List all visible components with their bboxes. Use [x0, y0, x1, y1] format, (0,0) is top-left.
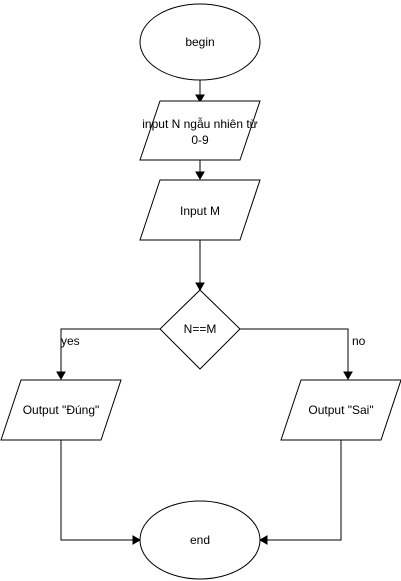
node-input-n-label-line2: 0-9 [191, 133, 209, 147]
node-begin-label: begin [185, 35, 214, 49]
arrowhead-input-m-to-decision [195, 282, 205, 292]
node-decision: N==M [159, 289, 241, 370]
decision-diamond [159, 289, 241, 370]
flowchart-edges: yes no [56, 80, 366, 545]
node-end: end [139, 500, 261, 580]
output-dung-parallelogram [0, 379, 122, 441]
arrowhead-output-dung-to-end [132, 535, 142, 545]
arrowhead-begin-to-input-n [195, 94, 205, 104]
flowchart-nodes: begin input N ngẫu nhiên từ 0-9 Input M … [0, 3, 401, 580]
edge-decision-to-output-dung [60, 328, 160, 372]
node-input-n: input N ngẫu nhiên từ 0-9 [139, 100, 261, 161]
arrowhead-output-sai-to-end [258, 535, 268, 545]
arrowhead-input-n-to-input-m [195, 171, 205, 181]
end-ellipse [139, 500, 261, 580]
node-output-sai: Output "Sai" [280, 379, 401, 441]
edge-label-yes: yes [61, 334, 80, 348]
node-input-m-label: Input M [180, 204, 220, 218]
node-decision-label: N==M [184, 322, 217, 336]
node-begin: begin [139, 3, 261, 81]
input-n-parallelogram [139, 100, 261, 161]
node-output-sai-label: Output "Sai" [308, 403, 373, 417]
edge-label-no: no [352, 334, 366, 348]
arrowhead-decision-to-output-sai [343, 371, 353, 381]
node-input-m: Input M [139, 179, 261, 241]
output-sai-parallelogram [280, 379, 401, 441]
node-input-n-label-line1: input N ngẫu nhiên từ [142, 116, 257, 131]
edge-decision-to-output-sai [240, 328, 349, 372]
node-end-label: end [190, 533, 210, 547]
begin-ellipse [139, 3, 261, 81]
node-output-dung: Output "Đúng" [0, 379, 122, 441]
arrowhead-decision-to-output-dung [56, 371, 66, 381]
node-output-dung-label: Output "Đúng" [23, 403, 100, 417]
edge-output-sai-to-end [267, 440, 342, 541]
input-m-parallelogram [139, 179, 261, 241]
edge-output-dung-to-end [60, 440, 133, 541]
